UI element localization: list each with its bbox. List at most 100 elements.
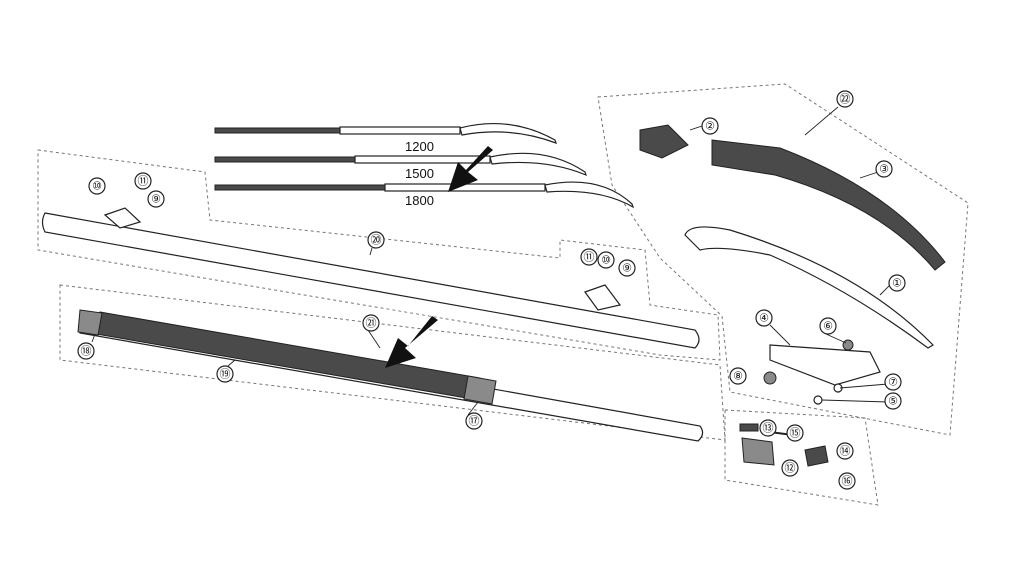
callout-c11a: ⑪ xyxy=(134,172,152,190)
callout-label: ⑬ xyxy=(763,422,774,435)
callout-label: ⑭ xyxy=(840,445,851,458)
grip-end-cap xyxy=(77,309,103,336)
callout-circle xyxy=(781,459,799,477)
callout-circle xyxy=(362,314,380,332)
callout-c10a: ⑩ xyxy=(88,177,106,195)
callout-circle xyxy=(729,367,747,385)
callout-circle xyxy=(597,251,615,269)
group-outline-16 xyxy=(724,409,879,506)
callout-c4: ④ xyxy=(755,309,773,327)
callout-c7: ⑦ xyxy=(884,373,902,391)
callout-circle xyxy=(786,424,804,442)
callout-circle xyxy=(755,309,773,327)
grip-collar xyxy=(463,375,497,405)
callout-c2: ② xyxy=(701,117,719,135)
callout-label: ③ xyxy=(879,164,889,176)
clamp-hardware-right xyxy=(584,284,622,311)
lock-button-14 xyxy=(804,445,829,467)
group-outline-21 xyxy=(59,284,726,441)
callout-circle xyxy=(134,172,152,190)
saw-preview-1200 xyxy=(214,122,557,144)
lock-body-12 xyxy=(741,437,775,466)
callout-c18: ⑱ xyxy=(77,342,95,360)
callout-label: ⑩ xyxy=(601,255,611,267)
callout-c16: ⑯ xyxy=(838,472,856,490)
callout-circle xyxy=(465,412,483,430)
bolt-8 xyxy=(763,371,777,385)
callout-label: ㉒ xyxy=(840,93,851,106)
callout-c10b: ⑩ xyxy=(597,251,615,269)
callout-label: ⑥ xyxy=(823,321,833,333)
callout-c11b: ⑪ xyxy=(580,248,598,266)
callout-label: ⑲ xyxy=(220,368,231,381)
scabbard xyxy=(711,139,946,271)
leader-lines xyxy=(91,106,894,416)
callout-circle xyxy=(884,373,902,391)
callout-circle xyxy=(88,177,106,195)
callout-label: ⑳ xyxy=(371,234,382,247)
callout-label: ⑯ xyxy=(842,475,853,488)
length-label-1200: 1200 xyxy=(405,139,434,154)
callout-c14: ⑭ xyxy=(836,442,854,460)
holster-clip xyxy=(639,124,689,159)
callout-c9a: ⑨ xyxy=(147,190,165,208)
callout-c20: ⑳ xyxy=(367,231,385,249)
callout-circle xyxy=(884,392,902,410)
callout-c9b: ⑨ xyxy=(618,259,636,277)
callout-label: ⑧ xyxy=(733,371,743,383)
arrow-indicator-top xyxy=(448,146,493,192)
callout-label: ⑪ xyxy=(584,251,595,264)
length-label-1500: 1500 xyxy=(405,166,434,181)
callout-label: ① xyxy=(892,278,902,290)
callout-circle xyxy=(618,259,636,277)
callout-c22: ㉒ xyxy=(836,90,854,108)
callout-circle xyxy=(367,231,385,249)
callout-label: ② xyxy=(705,121,715,133)
callout-c19: ⑲ xyxy=(216,365,234,383)
callout-circle xyxy=(888,274,906,292)
callout-c5: ⑤ xyxy=(884,392,902,410)
pole-tube-upper xyxy=(41,212,700,349)
callout-c1: ① xyxy=(888,274,906,292)
length-label-1800: 1800 xyxy=(405,193,434,208)
callout-label: ⑨ xyxy=(151,194,161,206)
callout-circle xyxy=(701,117,719,135)
callout-c13: ⑬ xyxy=(759,419,777,437)
callout-c21: ㉑ xyxy=(362,314,380,332)
callout-c12: ⑫ xyxy=(781,459,799,477)
washer-5 xyxy=(813,395,823,405)
arrow-indicator-lower xyxy=(385,316,438,368)
saw-blade xyxy=(684,226,934,349)
callout-c15: ⑮ xyxy=(786,424,804,442)
clamp-hardware-left xyxy=(103,207,142,229)
callout-circle xyxy=(819,317,837,335)
saw-head-mount xyxy=(769,344,881,386)
callout-circle xyxy=(216,365,234,383)
callout-label: ⑫ xyxy=(785,462,796,475)
callout-circle xyxy=(836,90,854,108)
callout-label: ⑮ xyxy=(790,427,801,440)
callout-circle xyxy=(875,160,893,178)
callout-circle xyxy=(838,472,856,490)
callout-circle xyxy=(147,190,165,208)
callout-c17: ⑰ xyxy=(465,412,483,430)
callout-label: ⑦ xyxy=(888,377,898,389)
spring-13 xyxy=(739,423,759,432)
nut-6 xyxy=(842,339,854,351)
callout-label: ㉑ xyxy=(366,317,377,330)
callout-label: ⑰ xyxy=(469,415,480,428)
callout-c6: ⑥ xyxy=(819,317,837,335)
group-outline-22 xyxy=(597,83,969,436)
callout-c3: ③ xyxy=(875,160,893,178)
pole-grip xyxy=(95,311,481,401)
callout-c8: ⑧ xyxy=(729,367,747,385)
callout-label: ⑤ xyxy=(888,396,898,408)
callout-circle xyxy=(580,248,598,266)
callout-label: ⑱ xyxy=(81,345,92,358)
callout-circle xyxy=(77,342,95,360)
callout-circle xyxy=(836,442,854,460)
callout-label: ⑪ xyxy=(138,175,149,188)
